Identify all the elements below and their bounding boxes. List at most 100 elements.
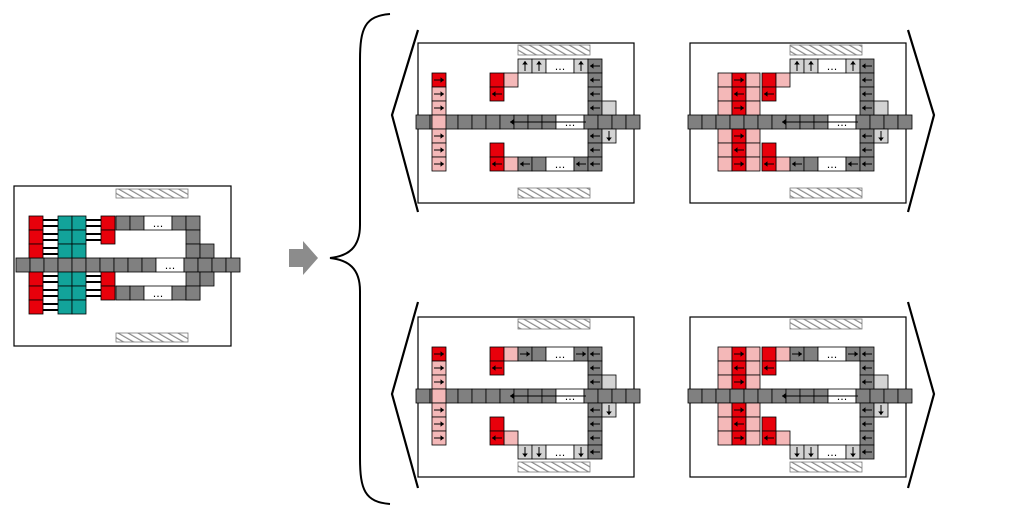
flow-arrow-head xyxy=(520,161,524,167)
bus-cell xyxy=(743,114,759,130)
flow-arrow-head xyxy=(794,453,800,457)
flow-arrow-head xyxy=(862,77,866,83)
bus-cell xyxy=(43,257,59,273)
flow-arrow-head xyxy=(440,91,444,97)
reservoir-cell xyxy=(717,402,733,418)
flow-arrow-head xyxy=(590,133,594,139)
flow-arrow-head xyxy=(590,351,594,357)
bus-cell xyxy=(127,257,143,273)
source-cell xyxy=(775,156,791,172)
track-cell xyxy=(873,100,889,116)
red-cell xyxy=(28,229,44,245)
ellipsis-label: ... xyxy=(165,259,176,272)
reservoir-cell xyxy=(717,100,733,116)
flow-arrow-head xyxy=(606,411,612,415)
flow-arrow-head xyxy=(740,435,744,441)
source-cell xyxy=(503,346,519,362)
hatched-region xyxy=(789,318,863,330)
ellipsis-label: ... xyxy=(153,287,164,300)
flow-arrow-head xyxy=(510,119,514,125)
bus-cell xyxy=(471,388,487,404)
bus-cell xyxy=(715,114,731,130)
track-cell xyxy=(873,374,889,390)
flow-arrow-head xyxy=(440,421,444,427)
flow-arrow-head xyxy=(590,161,594,167)
flow-arrow-head xyxy=(590,63,594,69)
flow-arrow-head xyxy=(440,77,444,83)
ellipsis-label: ... xyxy=(555,60,566,73)
bus-cell xyxy=(729,114,745,130)
ellipsis-label: ... xyxy=(153,217,164,230)
track-cell xyxy=(803,156,819,172)
bus-cell xyxy=(611,388,627,404)
bus-cell xyxy=(869,388,885,404)
teal-cell xyxy=(57,229,73,245)
flow-arrow-head xyxy=(764,161,768,167)
ellipsis-label: ... xyxy=(827,446,838,459)
reservoir-cell xyxy=(717,128,733,144)
reservoir-cell xyxy=(717,346,733,362)
flow-arrow-head xyxy=(590,421,594,427)
flow-arrow-head xyxy=(492,161,496,167)
teal-cell xyxy=(71,215,87,231)
flow-arrow-head xyxy=(590,91,594,97)
bus-cell xyxy=(471,114,487,130)
flow-arrow-head xyxy=(590,365,594,371)
bus-cell xyxy=(415,388,431,404)
reservoir-cell xyxy=(717,416,733,432)
bus-cell xyxy=(855,388,871,404)
ellipsis-label: ... xyxy=(827,158,838,171)
bus-cell xyxy=(701,114,717,130)
flow-arrow-head xyxy=(798,351,802,357)
source-cell xyxy=(503,156,519,172)
hatched-region xyxy=(517,187,591,199)
flow-arrow-head xyxy=(764,435,768,441)
red-cell xyxy=(28,285,44,301)
bus-cell xyxy=(141,257,157,273)
hatched-region xyxy=(115,188,189,199)
flow-arrow-head xyxy=(440,407,444,413)
reservoir-cell xyxy=(745,86,761,102)
flow-arrow-head xyxy=(590,105,594,111)
source-cell xyxy=(489,72,505,88)
ellipsis-label: ... xyxy=(555,158,566,171)
bus-cell xyxy=(743,388,759,404)
flow-arrow-head xyxy=(440,435,444,441)
track-cell xyxy=(531,156,547,172)
track-cell xyxy=(601,100,617,116)
flow-arrow-head xyxy=(862,63,866,69)
track-cell xyxy=(185,243,201,259)
flow-arrow-head xyxy=(734,91,738,97)
result-panel-bottom-right: ......... xyxy=(687,316,913,478)
reservoir-cell xyxy=(745,156,761,172)
track-cell xyxy=(601,374,617,390)
flow-arrow-head xyxy=(440,365,444,371)
ellipsis-label: ... xyxy=(827,348,838,361)
result-panel-top-left: ......... xyxy=(415,42,641,204)
flow-arrow-head xyxy=(590,77,594,83)
flow-arrow-head xyxy=(740,407,744,413)
flow-arrow-head xyxy=(792,161,796,167)
track-cell xyxy=(129,215,145,231)
flow-arrow-head xyxy=(590,147,594,153)
flow-arrow-head xyxy=(862,449,866,455)
flow-arrow-head xyxy=(590,379,594,385)
flow-arrow-head xyxy=(440,147,444,153)
reservoir-cell xyxy=(431,388,447,404)
reservoir-cell xyxy=(717,72,733,88)
reservoir-cell xyxy=(745,360,761,376)
left-angle-bracket-bottom xyxy=(390,301,420,489)
bus-cell xyxy=(883,388,899,404)
bus-cell xyxy=(625,114,641,130)
flow-arrow-head xyxy=(740,161,744,167)
track-cell xyxy=(199,271,215,287)
bus-cell xyxy=(701,388,717,404)
track-cell xyxy=(185,271,201,287)
teal-cell xyxy=(57,243,73,259)
bus-cell xyxy=(715,388,731,404)
source-cell xyxy=(761,346,777,362)
bus-cell xyxy=(583,114,599,130)
track-cell xyxy=(171,215,187,231)
bus-cell xyxy=(113,257,129,273)
